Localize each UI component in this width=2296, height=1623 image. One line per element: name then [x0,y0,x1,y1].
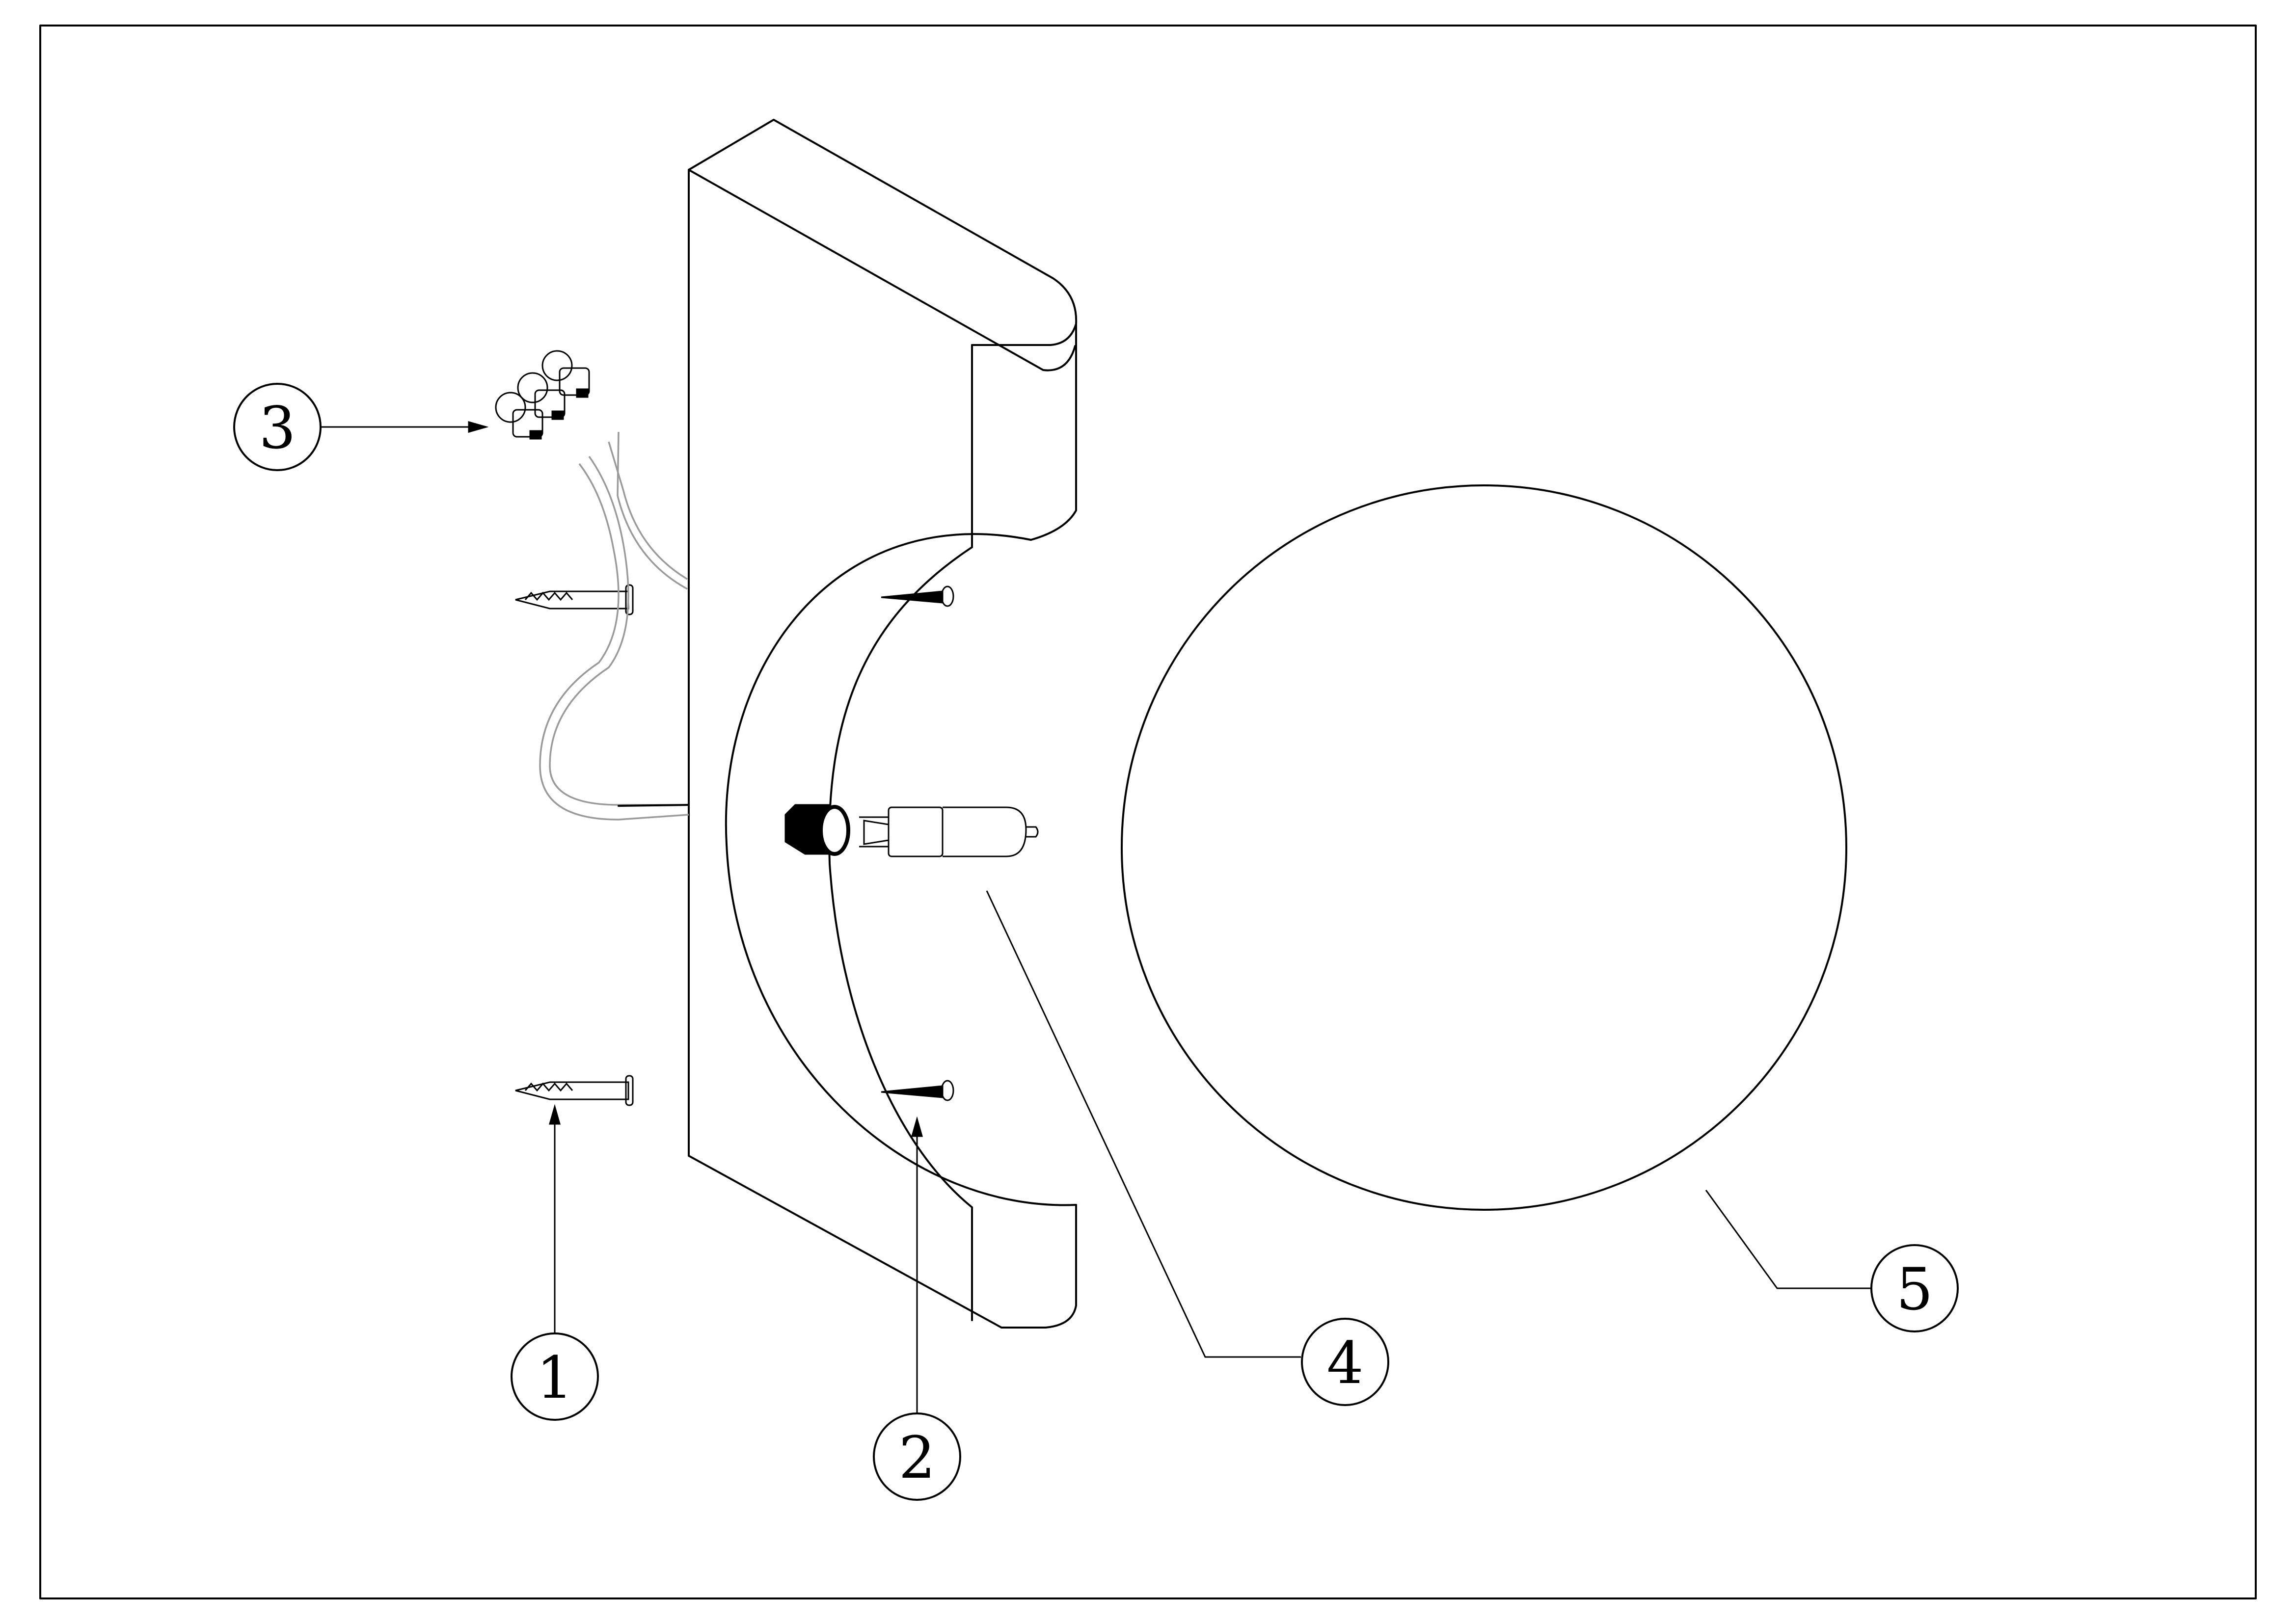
lamp-holder [784,804,850,856]
callout-3: 3 [233,383,322,471]
wall-bracket [688,119,1078,1329]
halogen-bulb [859,806,1039,857]
callout-4-label: 4 [1326,1329,1363,1397]
callout-5-label: 5 [1896,1255,1933,1323]
wall-plug-lower [515,1075,634,1106]
screw-lower [881,1080,954,1101]
leader-lines [322,421,1870,1413]
callout-2-label: 2 [898,1424,935,1491]
glass-globe [1121,484,1847,1211]
callout-2: 2 [873,1412,961,1501]
drawing-frame [39,25,2257,1599]
callout-5: 5 [1870,1244,1959,1332]
screw-upper [881,585,954,607]
callout-4: 4 [1301,1318,1389,1406]
callout-3-label: 3 [259,394,296,462]
callout-1-label: 1 [536,1344,573,1411]
callout-1: 1 [511,1332,599,1421]
wall-plug-upper [515,584,634,615]
terminal-block [495,350,690,821]
